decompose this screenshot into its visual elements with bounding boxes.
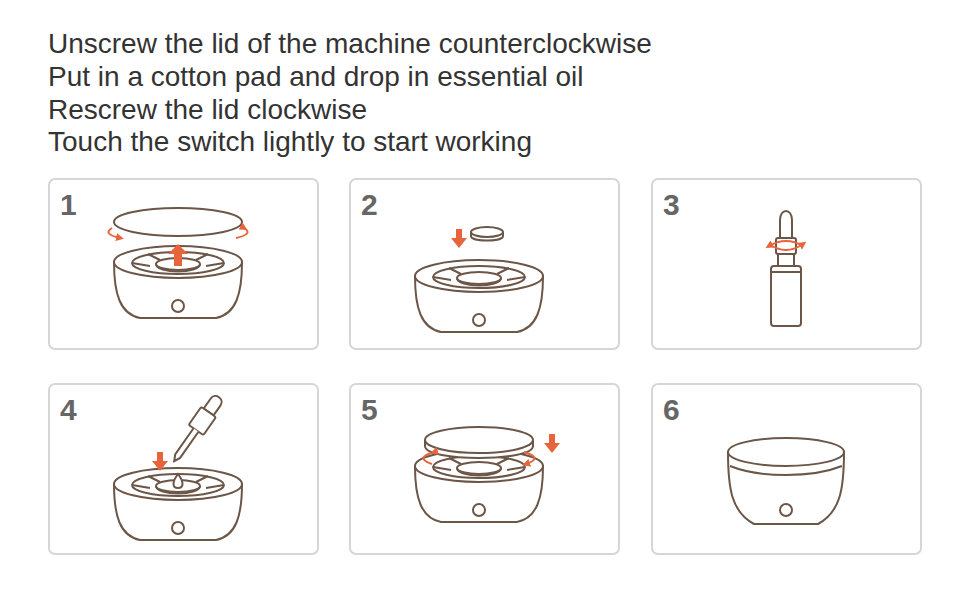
step-number: 3	[663, 188, 680, 222]
diffuser-closed	[728, 438, 844, 524]
diffuser-drop	[114, 392, 242, 540]
step-number: 4	[60, 393, 77, 427]
step-panel: 6	[651, 383, 922, 555]
diffuser-closing	[415, 427, 560, 522]
step-panel: 1	[48, 178, 319, 350]
diffuser-open	[108, 208, 247, 318]
step-number: 5	[361, 393, 378, 427]
step-panel: 2	[349, 178, 620, 350]
step-number: 6	[663, 393, 680, 427]
step-number: 1	[60, 188, 77, 222]
diffuser-with-pad	[415, 227, 543, 332]
step-panel: 3	[651, 178, 922, 350]
step-number: 2	[361, 188, 378, 222]
step-panel: 4	[48, 383, 319, 555]
instruction-line: Rescrew the lid clockwise	[48, 94, 367, 126]
step-panel: 5	[349, 383, 620, 555]
instruction-line: Unscrew the lid of the machine countercl…	[48, 28, 652, 60]
instruction-line: Touch the switch lightly to start workin…	[48, 126, 532, 158]
instruction-line: Put in a cotton pad and drop in essentia…	[48, 61, 583, 93]
oil-bottle	[769, 211, 803, 326]
